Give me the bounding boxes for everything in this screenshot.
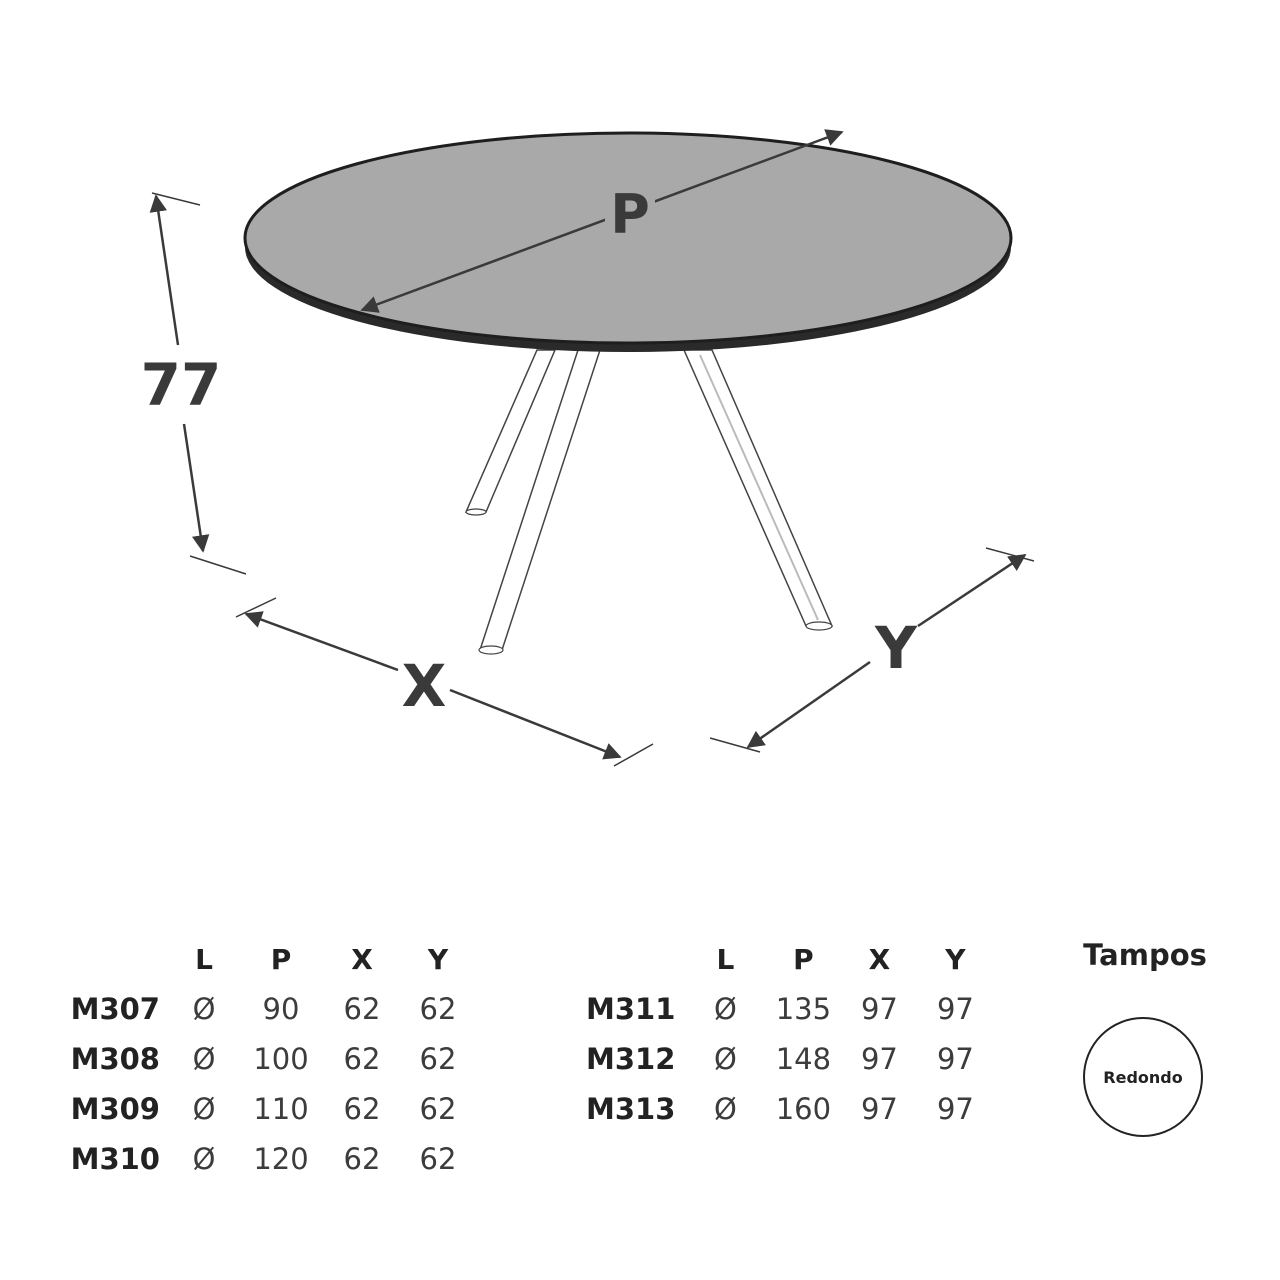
models-table-right: L P X Y M311 Ø 135 97 97 M312 Ø 148 97 9… bbox=[586, 934, 983, 1134]
shape-symbol: Ø bbox=[713, 1092, 737, 1126]
table-row: M308 Ø 100 62 62 bbox=[68, 1034, 466, 1084]
table-header-row: L P X Y bbox=[586, 934, 983, 984]
p-value: 100 bbox=[253, 1042, 309, 1076]
header-l: L bbox=[195, 942, 213, 976]
table-header-row: L P X Y bbox=[68, 934, 466, 984]
p-value: 135 bbox=[775, 992, 832, 1026]
y-value: 97 bbox=[936, 1092, 974, 1126]
tampos-title: Tampos bbox=[1083, 938, 1207, 972]
diameter-label: P bbox=[610, 183, 650, 246]
x-value: 62 bbox=[343, 1142, 381, 1176]
table-row: M313 Ø 160 97 97 bbox=[586, 1084, 983, 1134]
header-p: P bbox=[270, 942, 292, 976]
p-value: 120 bbox=[253, 1142, 309, 1176]
round-top-label: Redondo bbox=[1103, 1067, 1183, 1087]
y-value: 97 bbox=[936, 1042, 974, 1076]
table-dimension-drawing: P 77 X Y bbox=[141, 129, 1035, 767]
table-leg-front-right bbox=[682, 349, 834, 631]
y-value: 62 bbox=[419, 1142, 457, 1176]
y-value: 62 bbox=[419, 1092, 457, 1126]
table-row: M309 Ø 110 62 62 bbox=[68, 1084, 466, 1134]
model-code: M313 bbox=[586, 1092, 676, 1126]
model-code: M308 bbox=[70, 1042, 160, 1076]
x-value: 62 bbox=[343, 1092, 381, 1126]
diameter-arrow bbox=[360, 129, 844, 313]
depth-dimension bbox=[709, 547, 1035, 753]
shape-symbol: Ø bbox=[713, 992, 737, 1026]
y-value: 62 bbox=[419, 992, 457, 1026]
width-label: X bbox=[402, 652, 447, 720]
table-row: M310 Ø 120 62 62 bbox=[68, 1134, 466, 1184]
x-value: 97 bbox=[860, 992, 898, 1026]
header-x: X bbox=[868, 942, 891, 976]
p-value: 90 bbox=[262, 992, 300, 1026]
round-top-option: Redondo bbox=[1083, 1017, 1203, 1137]
height-dimension bbox=[149, 192, 247, 575]
table-row: M312 Ø 148 97 97 bbox=[586, 1034, 983, 1084]
y-value: 62 bbox=[419, 1042, 457, 1076]
header-p: P bbox=[793, 942, 814, 976]
models-table-left: L P X Y M307 Ø 90 62 62 M308 Ø 100 62 62… bbox=[68, 934, 466, 1184]
model-code: M311 bbox=[586, 992, 676, 1026]
header-model bbox=[586, 934, 675, 984]
shape-symbol: Ø bbox=[192, 1142, 216, 1176]
table-row: M311 Ø 135 97 97 bbox=[586, 984, 983, 1034]
header-model bbox=[68, 934, 160, 984]
x-value: 97 bbox=[860, 1042, 898, 1076]
p-value: 110 bbox=[253, 1092, 309, 1126]
shape-symbol: Ø bbox=[192, 992, 216, 1026]
table-leg-back-left bbox=[464, 349, 557, 516]
header-l: L bbox=[716, 942, 735, 976]
width-dimension bbox=[235, 597, 654, 767]
model-code: M310 bbox=[70, 1142, 160, 1176]
y-value: 97 bbox=[936, 992, 974, 1026]
shape-symbol: Ø bbox=[192, 1092, 216, 1126]
header-x: X bbox=[351, 942, 373, 976]
x-value: 62 bbox=[343, 992, 381, 1026]
header-y: Y bbox=[945, 942, 966, 976]
depth-label: Y bbox=[874, 614, 918, 682]
x-value: 62 bbox=[343, 1042, 381, 1076]
table-leg-front-left bbox=[478, 349, 602, 655]
x-value: 97 bbox=[860, 1092, 898, 1126]
p-value: 160 bbox=[775, 1092, 832, 1126]
model-code: M307 bbox=[70, 992, 160, 1026]
p-value: 148 bbox=[775, 1042, 832, 1076]
height-label: 77 bbox=[141, 351, 222, 419]
shape-symbol: Ø bbox=[192, 1042, 216, 1076]
model-code: M312 bbox=[586, 1042, 676, 1076]
table-row: M307 Ø 90 62 62 bbox=[68, 984, 466, 1034]
header-y: Y bbox=[427, 942, 449, 976]
shape-symbol: Ø bbox=[713, 1042, 737, 1076]
model-code: M309 bbox=[70, 1092, 160, 1126]
